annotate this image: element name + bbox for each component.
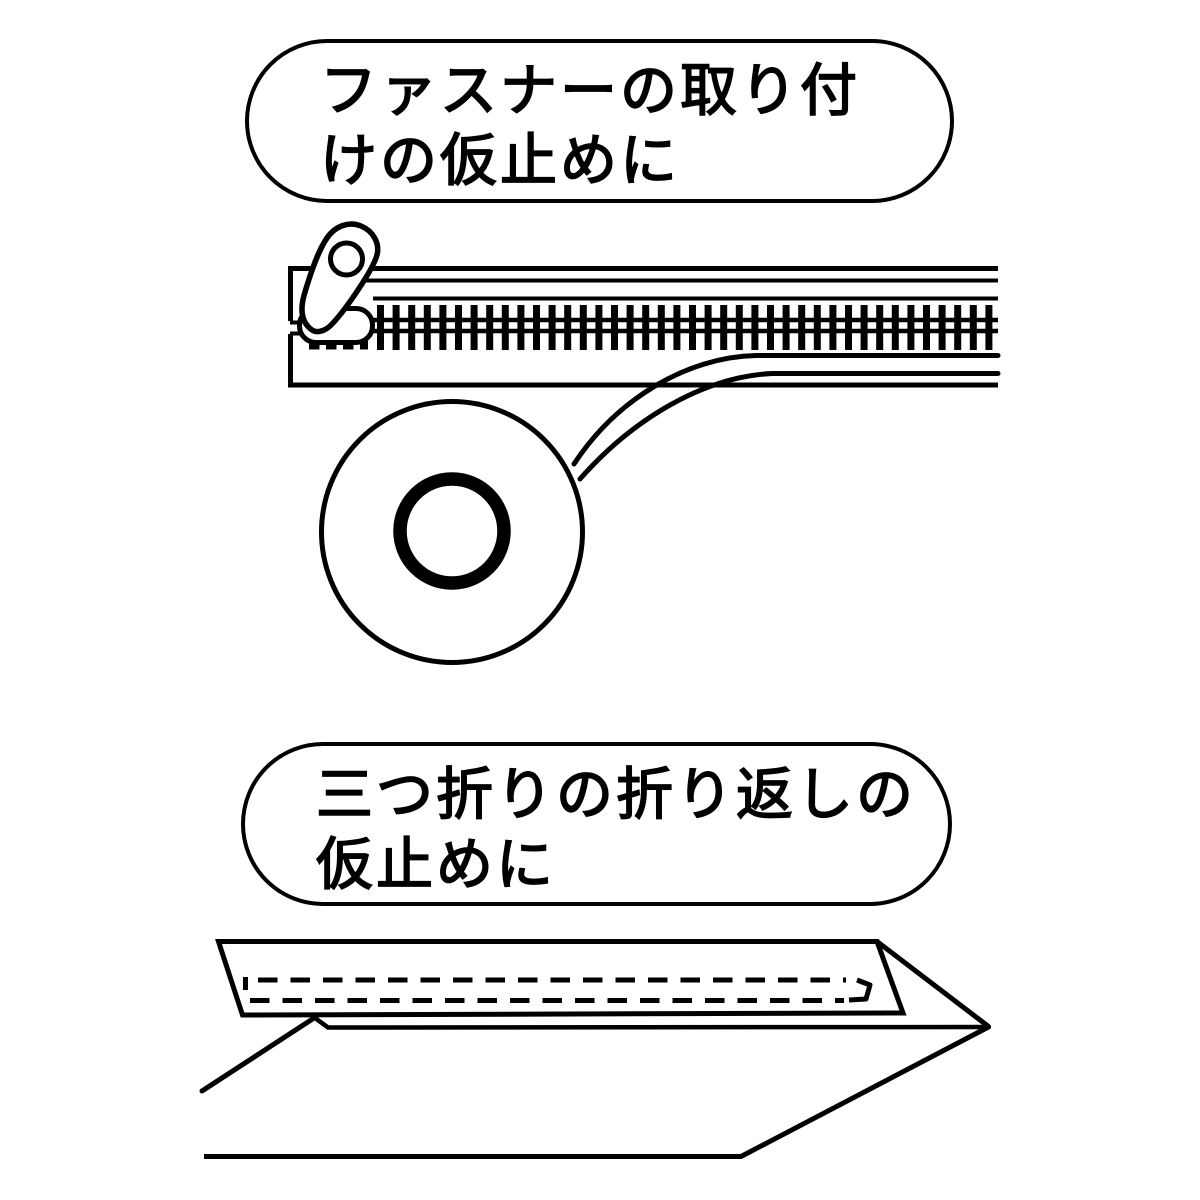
zipper-caption-line1: ファスナーの取り付 [320,59,860,123]
tape-roll-core [393,472,511,590]
zipper-pull-tab [299,221,381,335]
speech-bubble-zipper-caption: ファスナーの取り付 けの仮止めに [245,39,954,203]
zipper-pull-hole [328,240,365,278]
zipper-caption-line2: けの仮止めに [320,129,680,193]
tape-roll [319,399,585,665]
zipper-teeth [373,305,998,350]
fold-edge-line [311,1014,989,1030]
zipper-illustration [288,221,1001,665]
trifold-caption-line2: 仮止めに [316,833,556,897]
fabric-left-edge [199,1015,317,1094]
tape-strip [571,353,1001,482]
basting-stitch-end-hook [848,977,873,1003]
trifold-illustration [199,939,991,1159]
speech-bubble-trifold-caption: 三つ折りの折り返しの 仮止めに [241,742,952,906]
zipper-tape-top [288,266,998,325]
fold-corner-line [874,939,991,1029]
fabric-right-edge [738,1024,991,1159]
trifold-caption-line1: 三つ折りの折り返しの [316,763,916,827]
basting-stitches [243,977,873,1003]
